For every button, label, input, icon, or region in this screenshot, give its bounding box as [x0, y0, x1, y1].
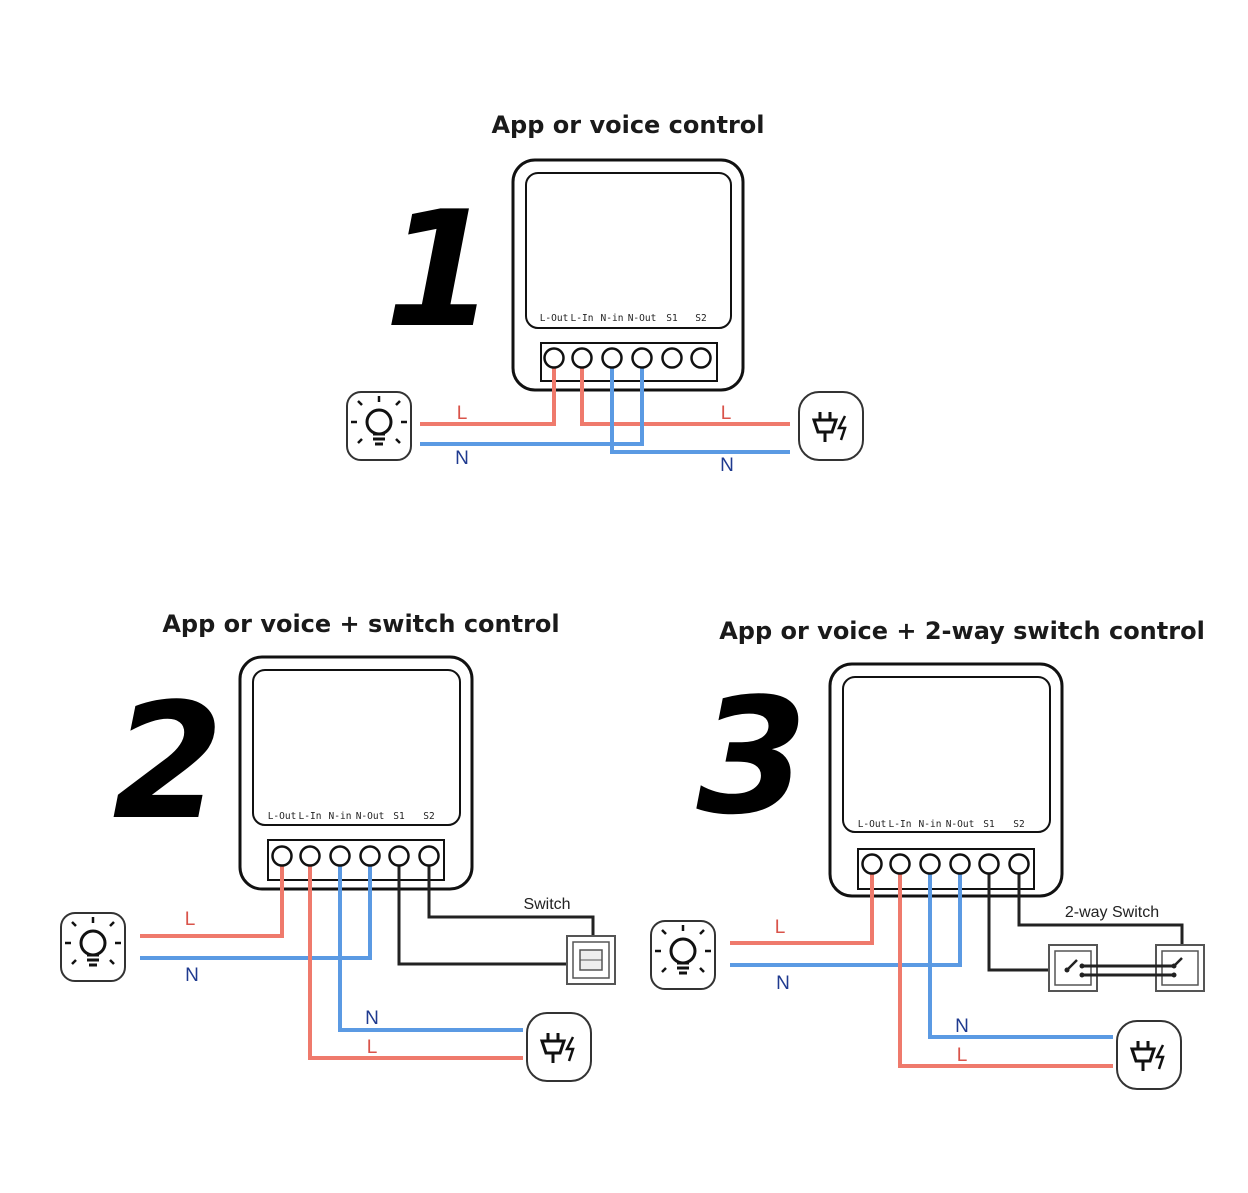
panel-2-title: App or voice + switch control — [162, 610, 559, 638]
panel-3-number: 3 — [696, 663, 807, 850]
wall-switch-icon — [566, 935, 616, 985]
light-bulb-icon — [345, 390, 413, 462]
terminal-label: S1 — [983, 819, 995, 830]
panel-2-number: 2 — [112, 668, 223, 855]
terminal-label: N-Out — [946, 819, 975, 830]
light-bulb-icon — [59, 911, 127, 983]
wire-label-neutral: N — [455, 448, 469, 469]
power-plug-icon — [1115, 1019, 1183, 1091]
terminal-label: S1 — [666, 313, 678, 324]
terminal-label: S2 — [1013, 819, 1024, 830]
power-plug-icon — [525, 1011, 593, 1083]
wire-label-live: L — [457, 403, 468, 424]
terminal-label: S2 — [423, 811, 434, 822]
power-plug-icon — [797, 390, 865, 462]
wires — [140, 856, 595, 1060]
screw-terminals — [543, 347, 712, 369]
wire-label-neutral: N — [365, 1008, 379, 1029]
screw-terminals — [861, 853, 1030, 875]
panel-1-title: App or voice control — [491, 111, 764, 139]
panel-1: App or voice control 1 L-Out L-In N-in N… — [345, 111, 865, 476]
wires — [420, 358, 790, 454]
terminal-label: N-Out — [628, 313, 657, 324]
switch-label: Switch — [523, 896, 570, 913]
wire-label-live: L — [367, 1037, 378, 1058]
terminal-label: L-In — [571, 313, 594, 324]
terminal-label: L-In — [299, 811, 322, 822]
wire-label-neutral: N — [720, 455, 734, 476]
panel-1-number: 1 — [384, 176, 495, 363]
switch-label: 2-way Switch — [1065, 904, 1159, 921]
terminal-label: N-in — [601, 313, 624, 324]
terminal-label: L-Out — [858, 819, 887, 830]
smart-relay-module: L-Out L-In N-in N-Out S1 S2 — [511, 158, 745, 392]
wire-label-neutral: N — [776, 973, 790, 994]
terminal-label: N-in — [329, 811, 352, 822]
screw-terminals — [271, 845, 440, 867]
terminal-label: L-In — [889, 819, 912, 830]
terminal-label: S1 — [393, 811, 405, 822]
wire-label-live: L — [775, 917, 786, 938]
wire-label-live: L — [721, 403, 732, 424]
panel-3: App or voice + 2-way switch control 3 L-… — [649, 617, 1205, 1091]
terminal-label: N-in — [919, 819, 942, 830]
two-way-switch-icon — [1048, 944, 1205, 992]
terminal-label: L-Out — [268, 811, 297, 822]
terminal-label: S2 — [695, 313, 706, 324]
wire-label-neutral: N — [955, 1016, 969, 1037]
light-bulb-icon — [649, 919, 717, 991]
smart-relay-module: L-Out L-In N-in N-Out S1 S2 — [238, 655, 474, 891]
terminal-label: L-Out — [540, 313, 569, 324]
panel-3-title: App or voice + 2-way switch control — [719, 617, 1205, 645]
wire-label-live: L — [185, 909, 196, 930]
smart-relay-module: L-Out L-In N-in N-Out S1 S2 — [828, 662, 1064, 898]
panel-2: App or voice + switch control 2 L-Out L-… — [59, 610, 616, 1083]
wire-label-neutral: N — [185, 965, 199, 986]
terminal-label: N-Out — [356, 811, 385, 822]
wire-label-live: L — [957, 1045, 968, 1066]
